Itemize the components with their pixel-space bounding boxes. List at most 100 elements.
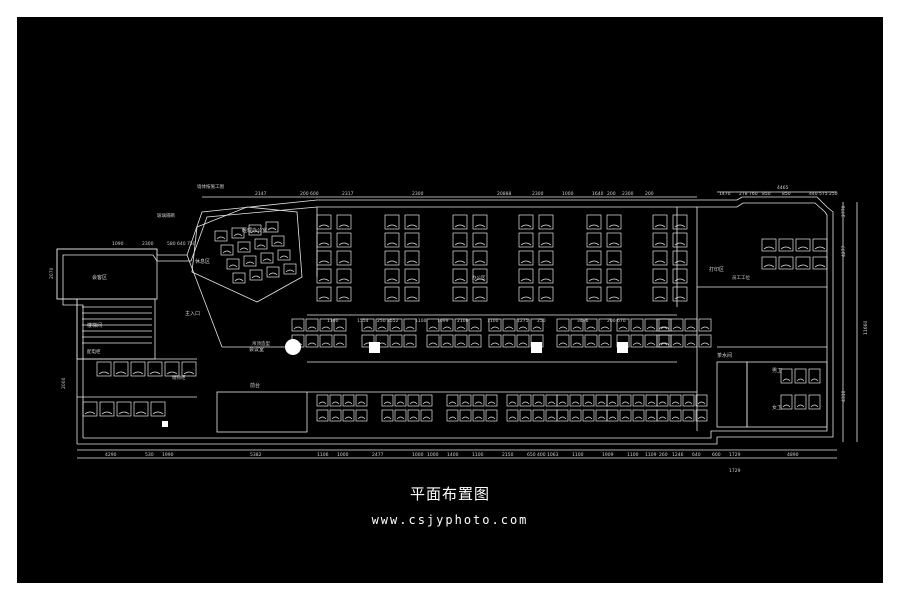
chair-icon bbox=[338, 260, 350, 264]
workstation bbox=[582, 394, 595, 407]
dimension-label: 850 bbox=[762, 191, 771, 197]
workstation bbox=[586, 268, 602, 284]
chair-icon bbox=[256, 244, 266, 248]
chair-icon bbox=[233, 233, 243, 237]
workstation bbox=[645, 409, 658, 422]
workstation bbox=[389, 318, 403, 332]
chair-icon bbox=[600, 342, 610, 346]
chair-icon bbox=[660, 326, 670, 330]
dimension-label: 200 670 bbox=[607, 318, 626, 324]
chair-icon bbox=[331, 416, 340, 420]
chair-icon bbox=[406, 224, 418, 228]
dimension-label: 200 bbox=[645, 191, 654, 197]
workstation bbox=[645, 394, 658, 407]
chair-icon bbox=[763, 264, 775, 268]
chair-icon bbox=[357, 416, 366, 420]
chair-icon bbox=[571, 401, 580, 405]
room-label: 女卫 bbox=[772, 404, 782, 411]
workstation bbox=[506, 409, 519, 422]
workstation bbox=[644, 334, 658, 348]
workstation bbox=[452, 214, 468, 230]
chair-icon bbox=[454, 224, 466, 228]
dimension-label: 1106 bbox=[317, 452, 329, 458]
chair-icon bbox=[700, 326, 710, 330]
chair-icon bbox=[572, 326, 582, 330]
workstation bbox=[130, 361, 146, 377]
chair-icon bbox=[671, 401, 680, 405]
chair-icon bbox=[584, 401, 593, 405]
dimension-label: 1100 bbox=[627, 452, 639, 458]
chair-icon bbox=[474, 401, 483, 405]
chair-icon bbox=[634, 401, 643, 405]
chair-icon bbox=[558, 416, 567, 420]
dimension-label: 4290 bbox=[105, 452, 117, 458]
chair-icon bbox=[634, 416, 643, 420]
workstation bbox=[355, 394, 368, 407]
workstation bbox=[595, 409, 608, 422]
chair-icon bbox=[654, 296, 666, 300]
chair-icon bbox=[584, 416, 593, 420]
chair-icon bbox=[98, 371, 110, 375]
dimension-label: 2300 bbox=[532, 191, 544, 197]
workstation bbox=[260, 252, 274, 264]
workstation bbox=[656, 409, 669, 422]
workstation bbox=[472, 214, 488, 230]
workstation bbox=[652, 250, 668, 266]
chair-icon bbox=[796, 378, 805, 382]
chair-icon bbox=[810, 404, 819, 408]
chair-icon bbox=[684, 401, 693, 405]
chair-icon bbox=[621, 416, 630, 420]
chair-icon bbox=[474, 260, 486, 264]
dimension-label: 2150 bbox=[502, 452, 514, 458]
workstation bbox=[316, 232, 332, 248]
chair-icon bbox=[456, 342, 466, 346]
workstation bbox=[698, 334, 712, 348]
dimension-label: 1100 bbox=[572, 452, 584, 458]
chair-icon bbox=[344, 416, 353, 420]
dimension-label: 1090 bbox=[112, 241, 124, 247]
workstation bbox=[670, 318, 684, 332]
workstation bbox=[530, 318, 544, 332]
workstation bbox=[518, 286, 534, 302]
workstation bbox=[606, 394, 619, 407]
workstation bbox=[375, 318, 389, 332]
room-label: 前台 bbox=[250, 382, 260, 389]
chair-icon bbox=[814, 246, 826, 250]
chair-icon bbox=[318, 242, 330, 246]
workstation bbox=[404, 286, 420, 302]
dimension-label: 650 400 bbox=[527, 452, 546, 458]
workstation bbox=[116, 401, 132, 417]
workstation bbox=[488, 318, 502, 332]
workstation bbox=[407, 394, 420, 407]
workstation bbox=[446, 409, 459, 422]
chair-icon bbox=[632, 326, 642, 330]
workstation bbox=[656, 318, 670, 332]
chair-icon bbox=[293, 326, 303, 330]
dimension-label: 1275 bbox=[517, 318, 529, 324]
dimension-label: 600 bbox=[712, 452, 721, 458]
chair-icon bbox=[672, 326, 682, 330]
dimension-label: 2300 bbox=[142, 241, 154, 247]
chair-icon bbox=[520, 260, 532, 264]
room-label: 茶水间 bbox=[717, 352, 732, 359]
chair-icon bbox=[321, 326, 331, 330]
chair-icon bbox=[608, 224, 620, 228]
workstation bbox=[214, 230, 228, 242]
chair-icon bbox=[391, 342, 401, 346]
chair-icon bbox=[318, 260, 330, 264]
chair-icon bbox=[474, 296, 486, 300]
workstation bbox=[249, 269, 263, 281]
chair-icon bbox=[782, 378, 791, 382]
workstation bbox=[164, 361, 180, 377]
workstation bbox=[761, 256, 777, 270]
dimension-label: 1100 bbox=[415, 318, 427, 324]
dimension-label: 1100 bbox=[327, 318, 339, 324]
chair-icon bbox=[442, 326, 452, 330]
chair-icon bbox=[250, 230, 260, 234]
workstation bbox=[336, 268, 352, 284]
dimension-label: 2300 bbox=[412, 191, 424, 197]
chair-icon bbox=[588, 260, 600, 264]
workstation bbox=[389, 334, 403, 348]
chair-icon bbox=[118, 411, 130, 415]
workstation bbox=[569, 394, 582, 407]
